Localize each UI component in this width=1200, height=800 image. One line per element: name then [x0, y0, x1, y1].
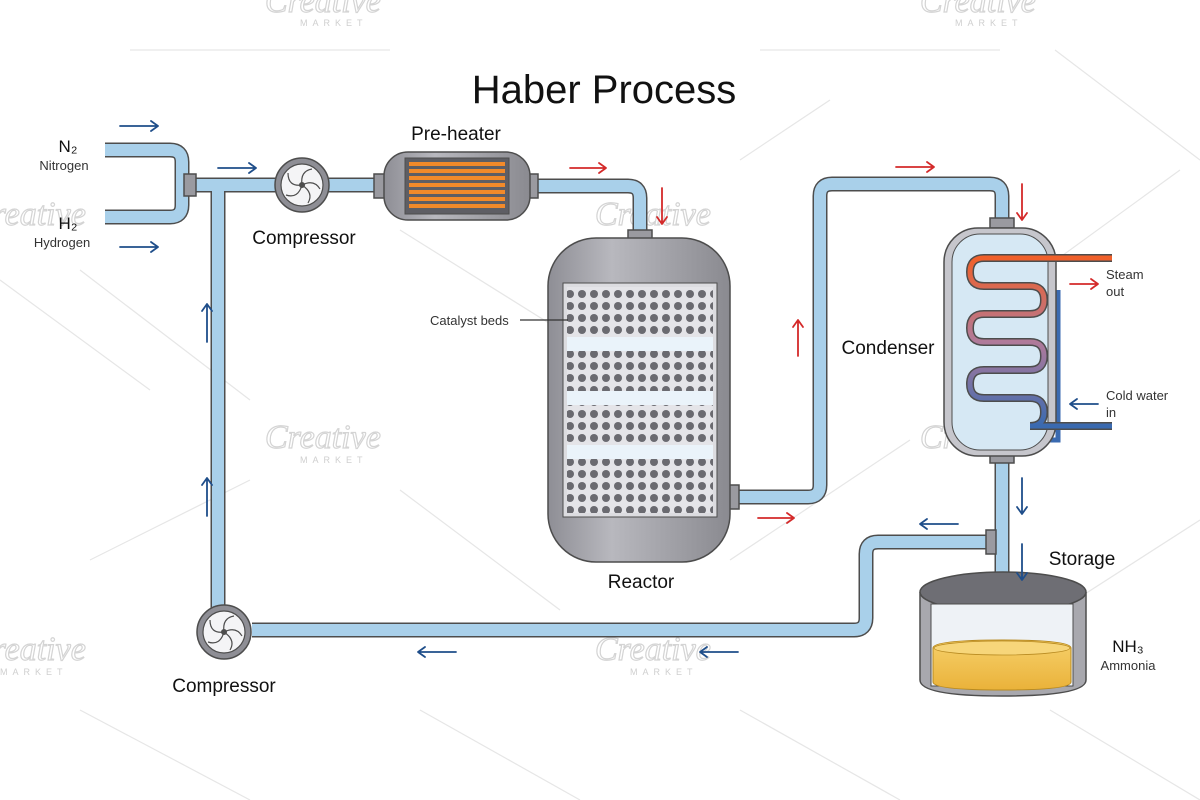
- storage-label: Storage: [1049, 549, 1116, 570]
- watermark-subtext: MARKET: [300, 18, 368, 28]
- ammonia-name: Ammonia: [1101, 658, 1157, 673]
- watermark-text: Creative: [265, 419, 381, 456]
- arrow-down-icon: [1016, 477, 1028, 515]
- arrow-up-icon: [201, 477, 213, 517]
- page-title: Haber Process: [472, 68, 737, 112]
- nitrogen-formula: N₂: [59, 137, 78, 156]
- compressor-bottom: [196, 604, 252, 660]
- watermark-subtext: MARKET: [300, 455, 368, 465]
- arrow-down-icon: [1016, 183, 1028, 221]
- compressor-top-label: Compressor: [252, 228, 356, 249]
- nitrogen-name: Nitrogen: [39, 158, 88, 173]
- separator: [567, 391, 713, 405]
- catalyst-bed: [567, 405, 713, 445]
- connector-recycle-tee: [985, 529, 997, 555]
- compressor-bottom-label: Compressor: [172, 676, 276, 697]
- watermark-text: Creative: [595, 196, 711, 233]
- arrow-right-icon: [217, 162, 257, 174]
- compressor-top: [274, 157, 330, 213]
- watermark-subtext: MARKET: [630, 667, 698, 677]
- steam-out-label-line1: Steam: [1106, 267, 1144, 282]
- watermark-subtext: MARKET: [0, 667, 68, 677]
- reactor: [520, 237, 731, 563]
- arrow-right-icon: [895, 161, 935, 173]
- arrow-down-icon: [656, 187, 668, 225]
- arrow-right-icon: [569, 162, 607, 174]
- catalyst-beds-label: Catalyst beds: [430, 313, 509, 328]
- condenser: [943, 227, 1112, 457]
- feed-labels: N₂ Nitrogen H₂ Hydrogen: [34, 137, 90, 250]
- cold-water-label-line2: in: [1106, 405, 1116, 420]
- hydrogen-formula: H₂: [59, 214, 78, 233]
- catalyst-bed: [567, 351, 713, 391]
- separator: [567, 337, 713, 351]
- pipe-feed-u: [105, 142, 190, 225]
- arrow-down-icon: [1016, 543, 1028, 581]
- cold-water-label-line1: Cold water: [1106, 388, 1169, 403]
- watermark-text: Creative: [0, 631, 86, 668]
- hydrogen-name: Hydrogen: [34, 235, 90, 250]
- separator: [567, 445, 713, 459]
- arrow-up-icon: [201, 303, 213, 343]
- watermark-text: Creative: [920, 0, 1036, 20]
- steam-out-label-line2: out: [1106, 284, 1124, 299]
- arrow-right-icon: [119, 120, 159, 132]
- pre-heater: [383, 151, 531, 221]
- reactor-label: Reactor: [608, 572, 675, 593]
- arrow-left-icon: [1069, 398, 1099, 410]
- arrow-right-icon: [1069, 278, 1099, 290]
- connector-condenser-top: [989, 217, 1015, 229]
- watermark-text: Creative: [265, 0, 381, 20]
- watermark-subtext: MARKET: [955, 18, 1023, 28]
- connector-feed-junction: [183, 173, 197, 197]
- pipe-network: [105, 142, 1010, 638]
- watermark-text: Creative: [0, 196, 86, 233]
- arrow-right-icon: [757, 512, 795, 524]
- heater-coil: [409, 162, 505, 208]
- pre-heater-label: Pre-heater: [411, 124, 501, 145]
- condenser-label: Condenser: [842, 338, 936, 359]
- storage-tank: [919, 571, 1087, 697]
- catalyst-bed: [567, 459, 713, 513]
- arrow-left-icon: [919, 518, 959, 530]
- arrow-left-icon: [417, 646, 457, 658]
- arrow-right-icon: [119, 241, 159, 253]
- flow-arrows: [119, 120, 1099, 658]
- catalyst-bed: [567, 287, 713, 337]
- ammonia-formula: NH₃: [1112, 637, 1143, 656]
- arrow-up-icon: [792, 319, 804, 357]
- arrow-left-icon: [699, 646, 739, 658]
